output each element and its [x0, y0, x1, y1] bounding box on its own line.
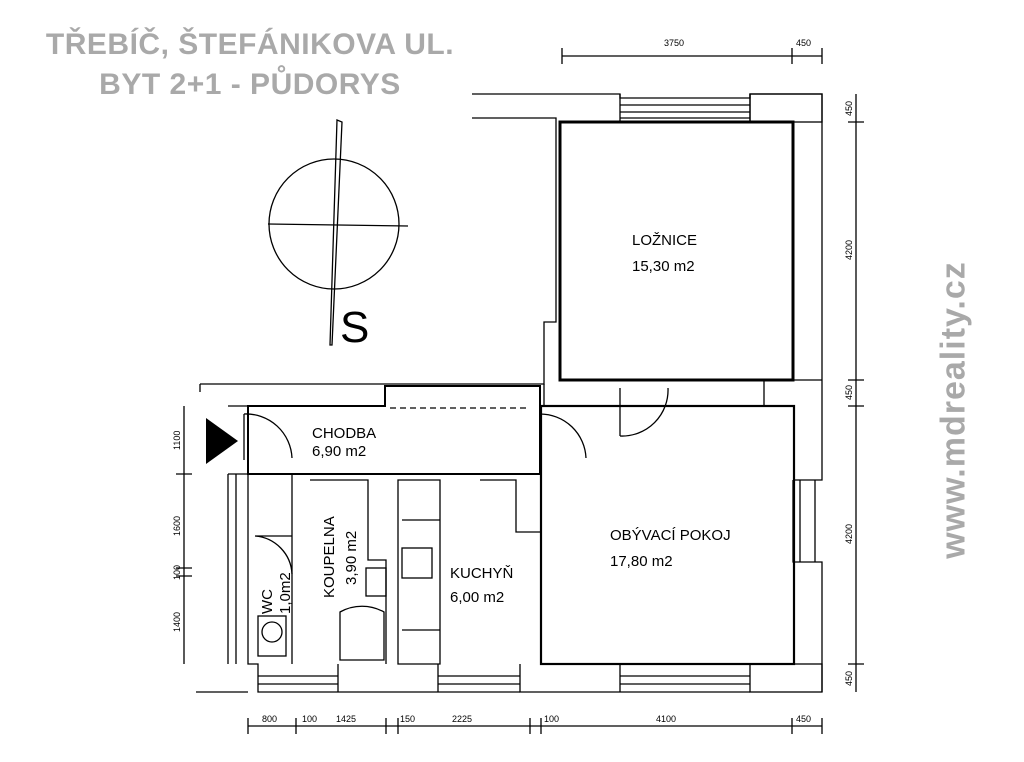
living-room-corner-pillar	[749, 663, 823, 693]
living-room-bottom-window	[519, 664, 750, 693]
kitchen-name: KUCHYŇ	[450, 565, 513, 582]
dim-bottom-450: 450	[796, 714, 811, 724]
dim-right-450-bottom: 450	[844, 671, 854, 686]
bedroom-name: LOŽNICE	[632, 232, 697, 249]
dim-left-1400: 1400	[172, 612, 182, 632]
terrace-outline	[200, 117, 557, 385]
floor-plan-walls	[176, 48, 864, 734]
compass	[267, 119, 409, 346]
bathroom-area: 3,90 m2	[343, 531, 360, 585]
entrance-frame	[228, 405, 249, 475]
dim-top-3750: 3750	[664, 38, 684, 48]
toilet-bowl	[261, 621, 283, 643]
bedroom-window	[619, 94, 751, 122]
dim-bottom-100b: 100	[544, 714, 559, 724]
dim-left-1100: 1100	[172, 431, 182, 450]
dim-right-4200-top: 4200	[844, 240, 854, 260]
corridor-walls	[247, 385, 541, 475]
dim-right-450-mid: 450	[844, 385, 854, 400]
dim-bottom-2225: 2225	[452, 714, 472, 724]
kitchen-counter	[402, 519, 440, 631]
living-room-window	[792, 480, 823, 692]
bedroom-inner-wall	[558, 120, 795, 382]
kitchen-walls	[397, 479, 540, 665]
dim-bottom-100a: 100	[302, 714, 317, 724]
corridor-area: 6,90 m2	[312, 443, 366, 460]
bathroom-walls	[291, 474, 387, 664]
bottom-windows	[258, 675, 520, 685]
dimension-line-bottom	[247, 718, 823, 734]
dim-top-450: 450	[796, 38, 811, 48]
bedroom-corner-pillar	[749, 93, 823, 123]
left-wall-double	[227, 474, 237, 664]
bedroom-area: 15,30 m2	[632, 258, 695, 275]
bedroom-door-swing	[619, 387, 669, 437]
wc-door-swing	[254, 535, 293, 575]
bottom-wall	[247, 474, 520, 693]
dimension-line-left	[176, 406, 192, 664]
dimension-line-top	[561, 48, 823, 64]
shower-tray	[339, 605, 385, 661]
living-room-area: 17,80 m2	[610, 553, 673, 570]
washbasin	[365, 567, 387, 597]
dimension-line-right	[848, 94, 864, 692]
dim-bottom-1425: 1425	[336, 714, 356, 724]
living-room-top-wall	[543, 379, 822, 406]
dim-right-450-top: 450	[844, 101, 854, 116]
compass-needle-icon	[329, 119, 343, 346]
kitchen-area: 6,00 m2	[450, 589, 504, 606]
dim-bottom-4100: 4100	[656, 714, 676, 724]
entrance-door-swing	[243, 413, 293, 460]
compass-label: S	[340, 303, 369, 352]
living-room-name: OBÝVACÍ POKOJ	[610, 527, 731, 544]
dim-right-4200-bottom: 4200	[844, 524, 854, 544]
plan-title-line-2: BYT 2+1 - PŮDORYS	[99, 68, 401, 101]
bathroom-name: KOUPELNA	[321, 516, 338, 598]
entrance-arrow-icon	[206, 418, 238, 464]
toilet	[257, 615, 287, 657]
plan-title-line-1: TŘEBÍČ, ŠTEFÁNIKOVA UL.	[45, 28, 455, 61]
kitchen-sink	[401, 547, 433, 579]
wc-name: WC	[259, 589, 276, 614]
living-door-swing	[539, 413, 587, 460]
bedroom-outer-wall	[472, 93, 823, 481]
living-room-inner-wall	[539, 404, 796, 666]
dim-bottom-150: 150	[400, 714, 415, 724]
corridor-name: CHODBA	[312, 425, 376, 442]
dim-left-100: 100	[172, 565, 182, 580]
dim-left-1600: 1600	[172, 516, 182, 536]
outer-wall-left	[196, 384, 248, 693]
wc-area: 1,0m2	[277, 572, 294, 614]
dim-bottom-800: 800	[262, 714, 277, 724]
